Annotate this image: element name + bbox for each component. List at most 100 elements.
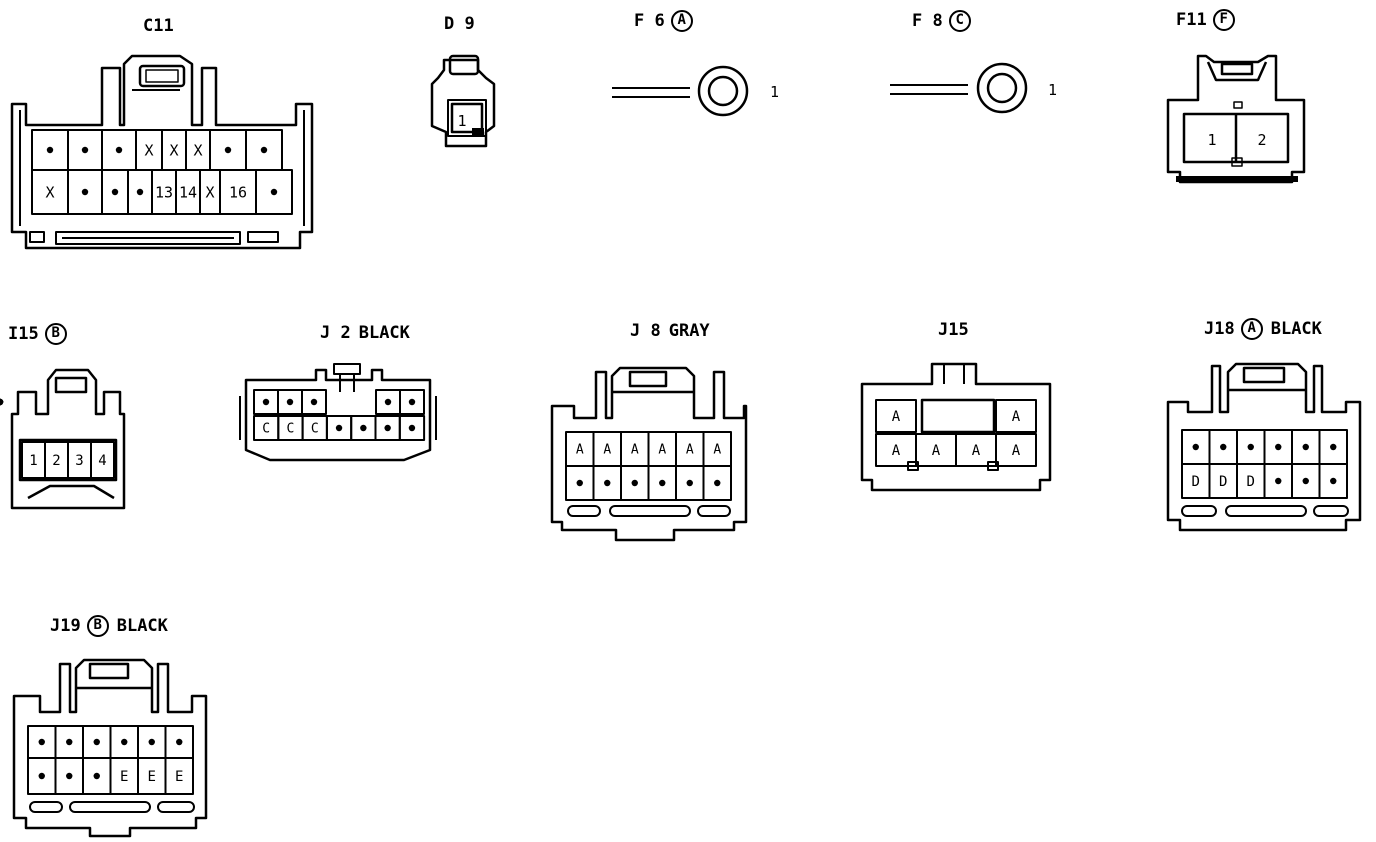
locking-tab <box>907 461 919 471</box>
pin-top-5-label: A <box>686 443 694 458</box>
pin-bottom-4-cavity <box>995 433 1037 467</box>
connector-code: I15 <box>8 324 39 344</box>
pin-top-3-dot <box>310 398 318 406</box>
pin-top-1-dot <box>38 738 45 746</box>
pin-bottom-6-dot <box>1330 477 1337 485</box>
pin-bottom-2-dot <box>604 479 611 487</box>
circled-letter-badge: F <box>1212 9 1235 31</box>
pin-top-9-cavity <box>399 389 425 415</box>
pin-bottom-6-dot <box>384 424 391 432</box>
pin-bottom-4-dot <box>659 479 666 487</box>
pin-bottom-5-label: 13 <box>155 183 173 201</box>
pin-top-4-label: A <box>658 443 666 458</box>
pin-top-1-label: A <box>576 443 584 458</box>
pin-bottom-2-label: D <box>1219 474 1227 490</box>
circled-letter-badge: B <box>44 323 67 345</box>
pin-bottom-6-cavity <box>164 757 194 795</box>
pin-bottom-5-dot <box>1302 477 1309 485</box>
connector-color: BLACK <box>116 616 168 636</box>
pin-top-1-cavity <box>875 399 917 433</box>
pin-bottom-6-label: 14 <box>179 183 197 201</box>
pin-bottom-4-dot <box>1275 477 1282 485</box>
pin-bottom-1-dot <box>576 479 583 487</box>
pin-bottom-7-label: X <box>205 183 214 201</box>
pin-bottom-4-label: E <box>120 769 128 785</box>
pin-top-1-dot <box>46 146 54 154</box>
circled-letter-badge: A <box>670 10 693 32</box>
pin-top-2-dot <box>81 146 89 154</box>
pin-4-cavity <box>90 441 115 479</box>
pin-top-3-dot <box>115 146 123 154</box>
pin-top-5-dot <box>1302 443 1309 451</box>
pin-top-2-dot <box>66 738 73 746</box>
connector-label-j15: J15 <box>938 320 969 340</box>
pin-top-9-dot <box>0 398 4 406</box>
connector-code: F 6 <box>634 11 665 31</box>
pin-2-label: 2 <box>52 453 60 469</box>
pin-top-2-dot <box>286 398 294 406</box>
pin-top-7-dot <box>224 146 232 154</box>
connector-color: GRAY <box>668 321 710 341</box>
pin-bottom-3-label: D <box>1247 474 1255 490</box>
pin-1-label: 1 <box>1048 81 1057 99</box>
pin-bottom-6-cavity <box>702 465 732 501</box>
pin-top-1-dot <box>262 398 270 406</box>
pin-bottom-2-dot <box>81 188 89 196</box>
pin-top-2-cavity <box>995 399 1037 433</box>
connector-f11: 1 2 <box>1166 54 1306 184</box>
pin-bottom-1-label: C <box>262 422 270 437</box>
pin-bottom-6-cavity <box>1318 463 1348 499</box>
connector-code: J 8 <box>630 321 661 341</box>
locking-tab <box>987 461 999 471</box>
pin-bottom-5-dot <box>360 424 367 432</box>
pin-bottom-8-label: 16 <box>229 183 247 201</box>
pin-top-3-label: A <box>631 443 639 458</box>
pin-top-4-dot <box>1275 443 1282 451</box>
connector-label-c11: C11 <box>143 16 174 36</box>
pin-1-label: 1 <box>1207 131 1216 149</box>
pin-top-3-dot <box>1247 443 1254 451</box>
connector-label-d9: D 9 <box>444 14 475 34</box>
pin-bottom-2-label: C <box>287 422 295 437</box>
pin-bottom-9-dot <box>270 188 278 196</box>
pin-bottom-5-label: E <box>148 769 156 785</box>
pin-top-2-dot <box>1220 443 1227 451</box>
pin-bottom-4-label: A <box>1012 443 1021 459</box>
connector-f8: 1 <box>890 62 1057 114</box>
pin-top-3-dot <box>93 738 100 746</box>
pin-top-1-label: A <box>892 409 901 425</box>
connector-d9: 1 <box>430 54 496 148</box>
pin-bottom-3-dot <box>93 772 100 780</box>
pin-top-5-label: X <box>169 141 178 159</box>
pin-bottom-3-label: A <box>972 443 981 459</box>
connector-f6: 1 <box>612 65 779 117</box>
pin-top-6-label: A <box>713 443 721 458</box>
connector-code: F 8 <box>912 11 943 31</box>
connector-code: C11 <box>143 16 174 36</box>
pin-4-label: 4 <box>98 453 106 469</box>
pin-top-4-label: X <box>144 141 153 159</box>
circled-letter-badge: A <box>1240 318 1263 340</box>
pin-top-1-dot <box>1192 443 1199 451</box>
pin-top-6-dot <box>176 738 183 746</box>
pin-bottom-4-dot <box>136 188 144 196</box>
pin-1-label: 1 <box>29 453 37 469</box>
pin-bottom-2-dot <box>66 772 73 780</box>
pin-top-4-dot <box>121 738 128 746</box>
pin-top-2-label: A <box>1012 409 1021 425</box>
pin-bottom-5-dot <box>686 479 693 487</box>
pin-top-5-dot <box>148 738 155 746</box>
